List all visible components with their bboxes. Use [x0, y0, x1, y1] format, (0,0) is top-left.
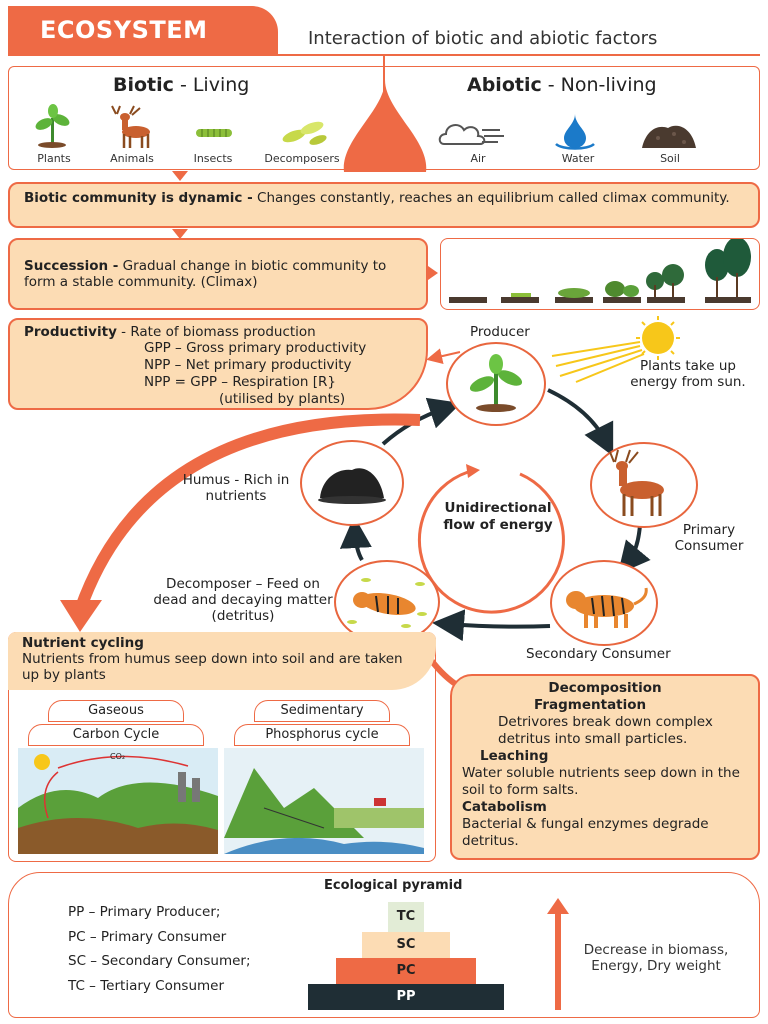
productivity-line-note: (utilised by plants) [219, 391, 346, 407]
header-subtitle: Interaction of biotic and abiotic factor… [308, 28, 658, 49]
carbon-cycle-label: Carbon Cycle [28, 724, 204, 746]
decomposition-box: Decomposition Fragmentation Detrivores b… [450, 674, 760, 860]
abiotic-label-air: Air [470, 152, 486, 165]
caterpillar-icon [196, 129, 232, 137]
arrow-down-1 [172, 171, 188, 181]
label-sun-note: Plants take up energy from sun. [630, 358, 746, 390]
producer-node [446, 342, 546, 426]
label-energy-flow: Unidirectional flow of energy [443, 500, 553, 533]
biotic-label-insects: Insects [193, 152, 233, 165]
biotic-heading: Biotic - Living [113, 74, 250, 96]
humus-node [300, 440, 404, 526]
productivity-line-formula: NPP = GPP – Respiration [R} [144, 374, 336, 390]
sun-rays-icon [551, 316, 680, 383]
decomposer-tiger-icon [347, 578, 427, 628]
pyramid-note: Decrease in biomass, Energy, Dry weight [583, 942, 729, 974]
deer-icon [111, 105, 150, 148]
biotic-label-animals: Animals [110, 152, 154, 165]
label-primary-consumer: Primary Consumer [674, 522, 744, 554]
pyramid-legend: PP – Primary Producer; PC – Primary Cons… [68, 900, 251, 998]
pyramid-level-pc: PC [336, 958, 476, 984]
humus-icon [318, 468, 386, 504]
carbon-cycle-illustration [18, 748, 218, 854]
abiotic-label-water: Water [561, 152, 595, 165]
co2-label: CO₂ [110, 752, 126, 761]
succession-box: Succession - Gradual change in biotic co… [8, 238, 428, 310]
soil-icon [642, 125, 696, 148]
label-humus: Humus - Rich in nutrients [182, 472, 290, 504]
label-secondary-consumer: Secondary Consumer [526, 646, 671, 662]
productivity-box: Productivity - Rate of biomass productio… [8, 318, 428, 410]
legend-pp: PP – Primary Producer; [68, 904, 221, 920]
producer-plant-icon [469, 354, 523, 412]
plant-icon [35, 104, 70, 148]
phosphorus-cycle-label: Phosphorus cycle [234, 724, 410, 746]
header-title: ECOSYSTEM [8, 6, 278, 54]
bacteria-icon [282, 121, 327, 145]
legend-sc: SC – Secondary Consumer; [68, 953, 251, 969]
pyramid-level-tc: TC [388, 902, 424, 932]
biotic-label-decomposers: Decomposers [264, 152, 340, 165]
arrow-down-2 [172, 229, 188, 239]
productivity-line-npp: NPP – Net primary productivity [144, 357, 352, 373]
pyramid-panel [8, 872, 760, 1018]
biotic-label-plants: Plants [37, 152, 71, 165]
phosphorus-cycle-illustration [224, 748, 424, 854]
arrow-right-succession [428, 266, 438, 280]
drop-divider [343, 80, 427, 172]
pyramid-level-pp: PP [308, 984, 504, 1010]
nutrient-box: Nutrient cycling Nutrients from humus se… [8, 632, 436, 690]
legend-pc: PC – Primary Consumer [68, 928, 227, 945]
primary-consumer-node [590, 442, 698, 528]
water-drop-icon [555, 114, 595, 150]
divider-stem [383, 54, 385, 104]
community-box: Biotic community is dynamic - Changes co… [8, 182, 760, 228]
label-producer: Producer [470, 324, 530, 340]
legend-tc: TC – Tertiary Consumer [68, 977, 225, 994]
arrow-up-icon [547, 898, 569, 1010]
succession-stages-icon [449, 237, 751, 303]
secondary-consumer-node [550, 560, 658, 646]
decomposer-node [334, 560, 440, 644]
gaseous-label: Gaseous [48, 700, 184, 722]
tiger-icon [566, 587, 648, 628]
air-icon [438, 124, 504, 145]
succession-stages [440, 237, 760, 310]
productivity-line-gpp: GPP – Gross primary productivity [144, 340, 367, 356]
sedimentary-label: Sedimentary [254, 700, 390, 722]
label-decomposer: Decomposer – Feed on dead and decaying m… [153, 576, 333, 624]
pyramid-title: Ecological pyramid [324, 878, 463, 893]
abiotic-label-soil: Soil [660, 152, 680, 165]
pyramid-level-sc: SC [362, 932, 450, 958]
deer-icon [609, 449, 664, 516]
abiotic-heading: Abiotic - Non-living [467, 74, 657, 96]
